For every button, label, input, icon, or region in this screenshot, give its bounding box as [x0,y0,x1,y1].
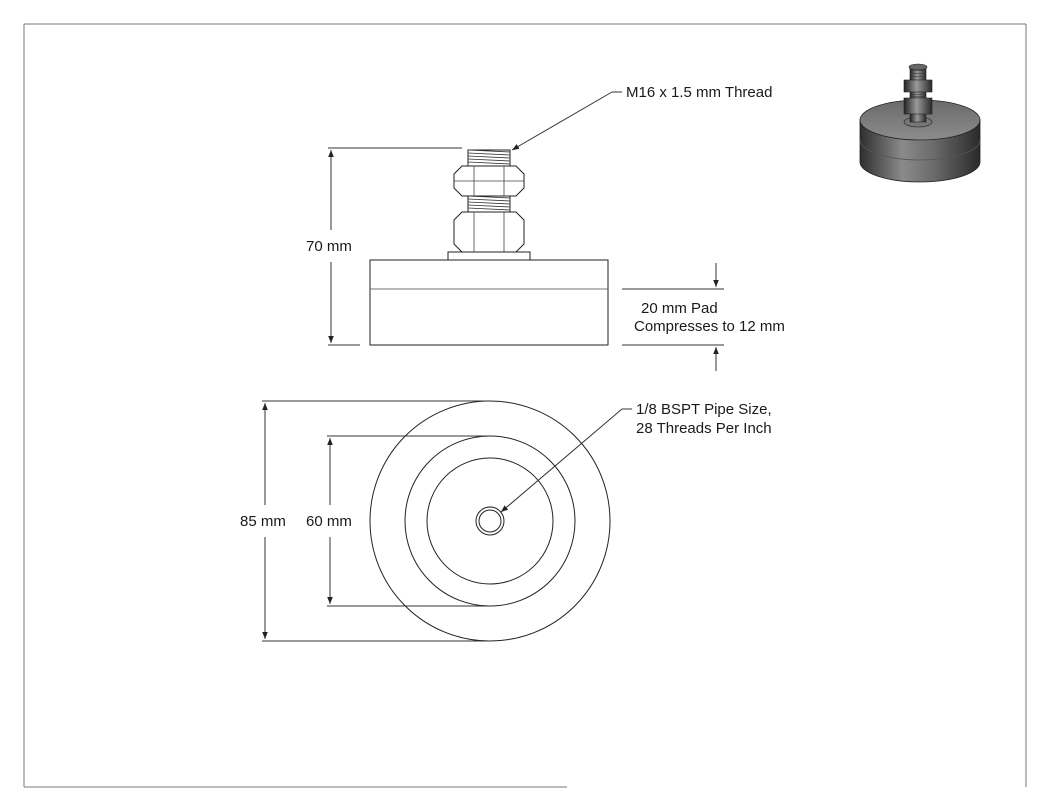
inner-dia-dimension [327,435,490,607]
side-view: 70 mm M16 x 1.5 mm Thread 20 mm Pad Comp… [306,84,785,371]
pad-label-line2: Compresses to 12 mm [634,318,785,335]
lower-hex-nut [453,211,525,253]
pipe-label-line2: 28 Threads Per Inch [636,420,772,437]
inner-dia-label: 60 mm [306,513,352,530]
iso-lower-nut [903,97,933,115]
iso-upper-nut [903,79,933,93]
height-dim-label: 70 mm [306,238,352,255]
height-dimension [328,147,462,346]
outer-dia-label: 85 mm [240,513,286,530]
washer [447,251,531,261]
drawing-frame [23,23,1027,788]
outer-dia-dimension [262,400,490,642]
thread-callout-label: M16 x 1.5 mm Thread [626,84,772,101]
top-view: 85 mm 60 mm 1/8 BSPT Pipe Size, 28 Threa… [240,400,772,642]
pad-dimension [622,263,724,371]
pipe-label-line1: 1/8 BSPT Pipe Size, [636,401,772,418]
pad-label-line1: 20 mm Pad [641,300,718,317]
pipe-leader [500,408,632,513]
pad-body [369,259,609,346]
pipe-hole-inner [478,509,502,533]
thread-leader [511,91,622,151]
upper-hex-nut [453,165,525,197]
thread-lines [467,149,511,211]
isometric-render [859,63,981,183]
